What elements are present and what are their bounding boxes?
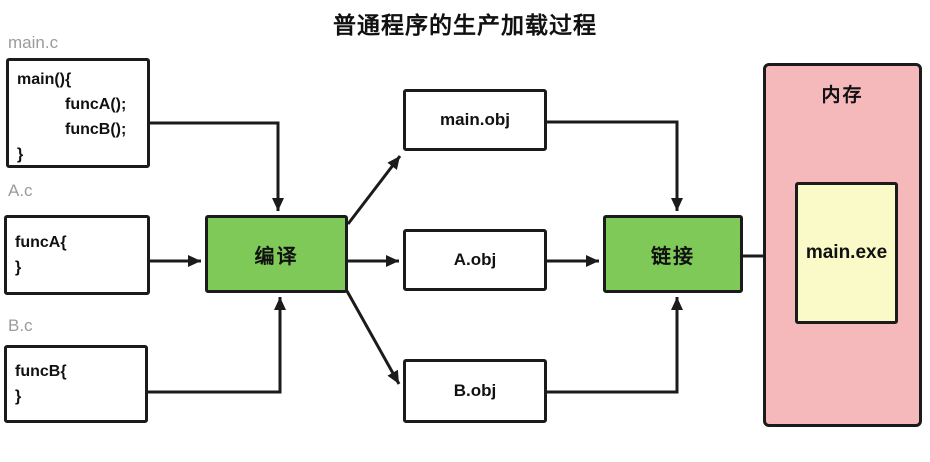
- code-line: }: [15, 259, 22, 276]
- obj-box-main: main.obj: [403, 89, 547, 151]
- arrow-compile-to-main-obj: [346, 155, 402, 225]
- link-node: 链接: [603, 215, 743, 293]
- code-line: funcB();: [65, 121, 127, 138]
- source-box-main-c: main(){ funcA(); funcB(); }: [6, 58, 150, 168]
- code-line: funcA{: [15, 234, 67, 251]
- file-label-b-c: B.c: [8, 316, 33, 335]
- obj-box-a: A.obj: [403, 229, 547, 291]
- source-box-a-c: funcA{ }: [4, 215, 150, 295]
- obj-box-b: B.obj: [403, 359, 547, 423]
- memory-region: 内存 main.exe: [763, 63, 922, 427]
- compile-node: 编译: [205, 215, 348, 293]
- code-line: funcB{: [15, 363, 67, 380]
- code-line: }: [17, 146, 24, 163]
- diagram-title: 普通程序的生产加载过程: [333, 12, 597, 38]
- source-box-b-c: funcB{ }: [4, 345, 148, 423]
- code-line: main(){: [17, 71, 72, 88]
- arrow-main-obj-to-link: [547, 120, 683, 211]
- file-label-main-c: main.c: [8, 33, 59, 52]
- code-line: funcA();: [65, 96, 127, 113]
- memory-label: 内存: [821, 85, 864, 106]
- arrow-b-obj-to-link: [547, 297, 683, 394]
- code-line: }: [15, 388, 22, 405]
- arrow-main-c-to-compile: [150, 121, 284, 211]
- arrow-b-c-to-compile: [147, 297, 286, 394]
- file-label-a-c: A.c: [8, 181, 33, 200]
- exe-node: main.exe: [795, 182, 898, 324]
- arrow-compile-to-b-obj: [345, 290, 401, 385]
